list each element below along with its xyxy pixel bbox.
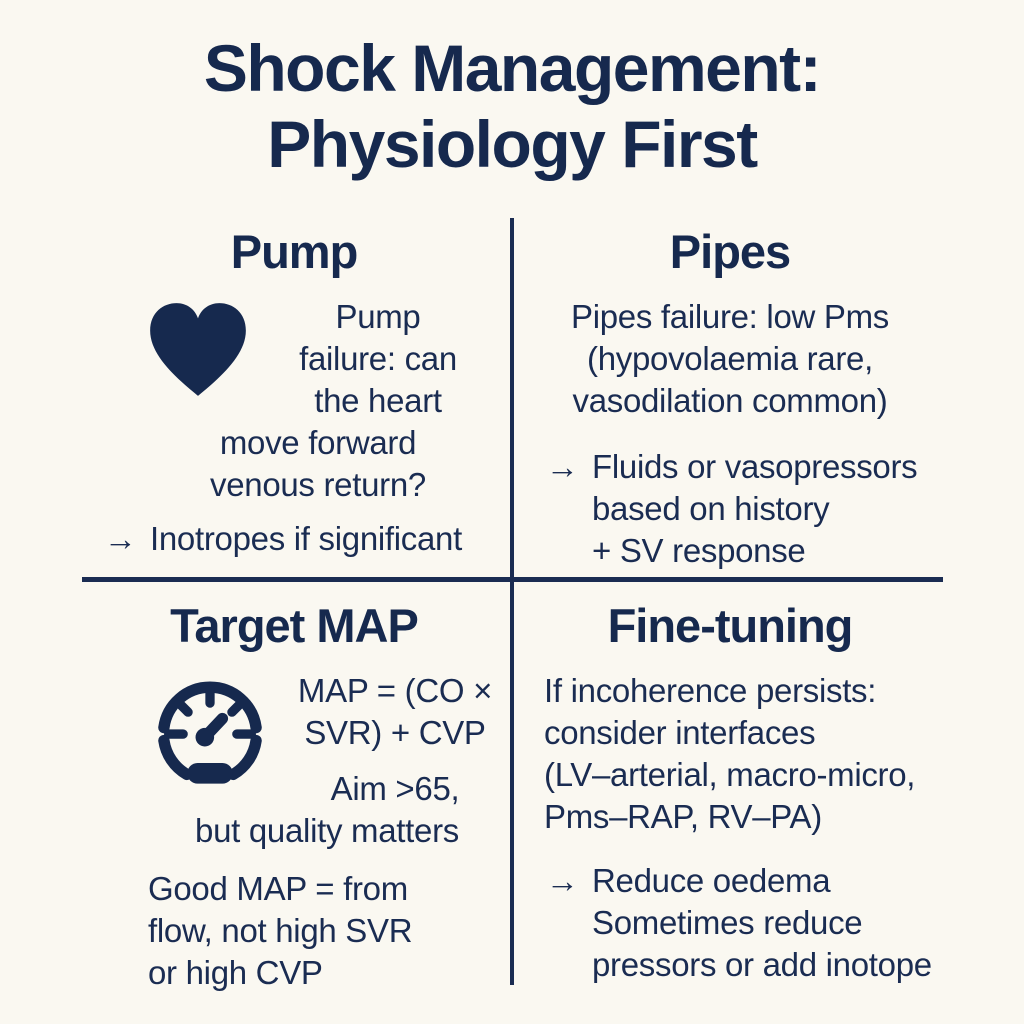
target-formula-line: MAP = (CO × [297,672,493,709]
pipes-action: → Fluids or vasopressors based on histor… [546,446,944,572]
pump-body-line: failure: can [299,340,457,377]
fine-tuning-body-line: If incoherence persists: [544,672,877,709]
arrow-right-icon: → [104,520,137,557]
fine-tuning-body: If incoherence persists: consider interf… [544,670,944,838]
target-note: Good MAP = from flow, not high SVR or hi… [148,870,413,991]
pump-action: → Inotropes if significant [104,518,506,560]
quadrant-pipes: Pipes Pipes failure: low Pms (hypovolaem… [516,224,944,572]
quadrant-fine-tuning: Fine-tuning If incoherence persists: con… [516,598,944,986]
arrow-right-icon: → [546,448,579,485]
target-aim-line: Aim >65, [330,770,460,807]
pump-heading: Pump [230,225,359,278]
target-map-body: MAP = (CO × SVR) + CVP Aim >65, but qual… [148,670,506,994]
fine-tuning-body-line: consider interfaces [544,714,816,751]
page-title: Shock Management: Physiology First [0,30,1024,182]
pipes-body: Pipes failure: low Pms (hypovolaemia rar… [516,296,944,422]
target-aim-line: but quality matters [195,812,459,849]
quadrant-target-map: Target MAP [82,598,506,994]
pump-body-line: move forward [219,424,417,461]
pipes-body-line: vasodilation common) [572,382,888,419]
fine-tuning-action-text: Reduce oedema Sometimes reduce pressors … [592,862,932,983]
title-line-2: Physiology First [267,107,758,181]
target-map-heading: Target MAP [170,599,419,652]
pipes-action-text: Fluids or vasopressors based on history … [592,448,918,569]
pump-action-text: Inotropes if significant [150,520,462,557]
pump-body: Pump failure: can the heart move forward… [142,296,494,506]
vertical-divider [510,218,514,985]
fine-tuning-body-line: (LV–arterial, macro-micro, [544,756,916,793]
pipes-heading: Pipes [669,225,791,278]
title-line-1: Shock Management: [203,31,822,105]
gauge-icon [148,670,272,794]
quadrant-pump: Pump Pump failure: can the heart move fo… [82,224,506,560]
horizontal-divider [82,577,943,582]
pump-body-line: venous return? [210,466,426,503]
heart-icon [142,298,254,404]
fine-tuning-body-line: Pms–RAP, RV–PA) [544,798,822,835]
pipes-body-line: (hypovolaemia rare, [587,340,873,377]
arrow-right-icon: → [546,862,579,899]
target-formula-line: SVR) + CVP [304,714,486,751]
pump-body-line: Pump [335,298,421,335]
fine-tuning-heading: Fine-tuning [607,599,854,652]
pipes-body-line: Pipes failure: low Pms [570,298,890,335]
fine-tuning-action: → Reduce oedema Sometimes reduce pressor… [546,860,944,986]
pump-body-line: the heart [314,382,442,419]
